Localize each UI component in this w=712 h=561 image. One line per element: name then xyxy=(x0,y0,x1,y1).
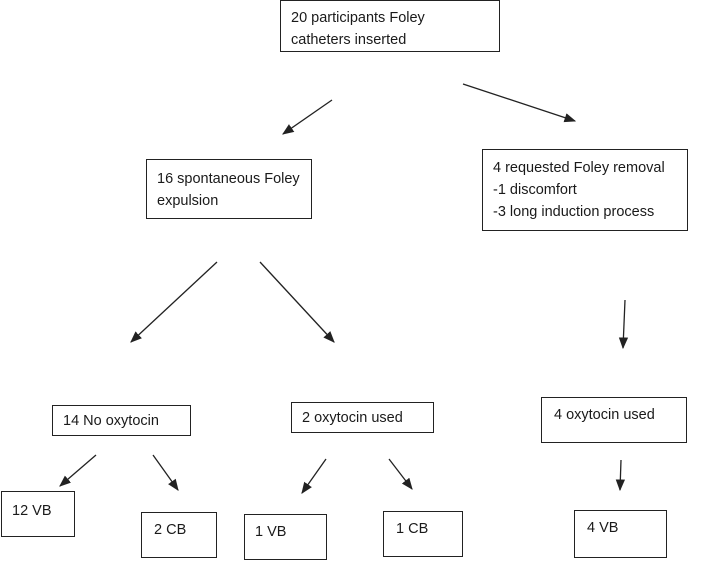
node-no-oxytocin-line-1: 14 No oxytocin xyxy=(63,413,159,429)
arrow-spontaneous-to-oxytocin-2 xyxy=(259,261,335,343)
node-requested: 4 requested Foley removal -1 discomfort … xyxy=(482,149,688,231)
arrow-oxytocin-2-to-cb-1 xyxy=(388,458,413,490)
node-vb-12: 12 VB xyxy=(1,491,75,537)
node-cb-1-line-1: 1 CB xyxy=(396,521,429,537)
node-oxytocin-4-line-1: 4 oxytocin used xyxy=(554,407,655,423)
node-root-line-1: 20 participants Foley xyxy=(291,10,425,26)
node-oxytocin-4: 4 oxytocin used xyxy=(541,397,687,443)
arrow-requested-to-oxytocin-4 xyxy=(618,299,629,350)
node-vb-4: 4 VB xyxy=(574,510,667,558)
node-spontaneous-line-2: expulsion xyxy=(157,193,219,209)
arrow-no-oxytocin-to-cb-2 xyxy=(152,454,179,491)
node-root-line-2: catheters inserted xyxy=(291,32,407,48)
node-requested-line-2: -1 discomfort xyxy=(493,182,577,198)
node-root: 20 participants Foley catheters inserted xyxy=(280,0,500,52)
arrow-root-to-requested xyxy=(462,83,577,123)
arrow-root-to-spontaneous xyxy=(282,99,333,135)
node-oxytocin-2-line-1: 2 oxytocin used xyxy=(302,410,403,426)
arrow-no-oxytocin-to-vb-12 xyxy=(59,454,97,487)
node-spontaneous-line-1: 16 spontaneous Foley xyxy=(157,171,300,187)
node-vb-4-line-1: 4 VB xyxy=(587,520,619,536)
node-oxytocin-2: 2 oxytocin used xyxy=(291,402,434,433)
node-vb-1: 1 VB xyxy=(244,514,327,560)
node-vb-1-line-1: 1 VB xyxy=(255,524,287,540)
node-requested-line-3: -3 long induction process xyxy=(493,204,655,220)
node-cb-2-line-1: 2 CB xyxy=(154,522,187,538)
arrow-oxytocin-2-to-vb-1 xyxy=(301,458,327,494)
node-cb-1: 1 CB xyxy=(383,511,463,557)
node-vb-12-line-1: 12 VB xyxy=(12,503,52,519)
node-cb-2: 2 CB xyxy=(141,512,217,558)
arrow-oxytocin-4-to-vb-4 xyxy=(615,459,626,492)
node-requested-line-1: 4 requested Foley removal xyxy=(493,160,665,176)
node-no-oxytocin: 14 No oxytocin xyxy=(52,405,191,436)
arrow-spontaneous-to-no-oxytocin xyxy=(130,261,218,343)
node-spontaneous: 16 spontaneous Foley expulsion xyxy=(146,159,312,219)
